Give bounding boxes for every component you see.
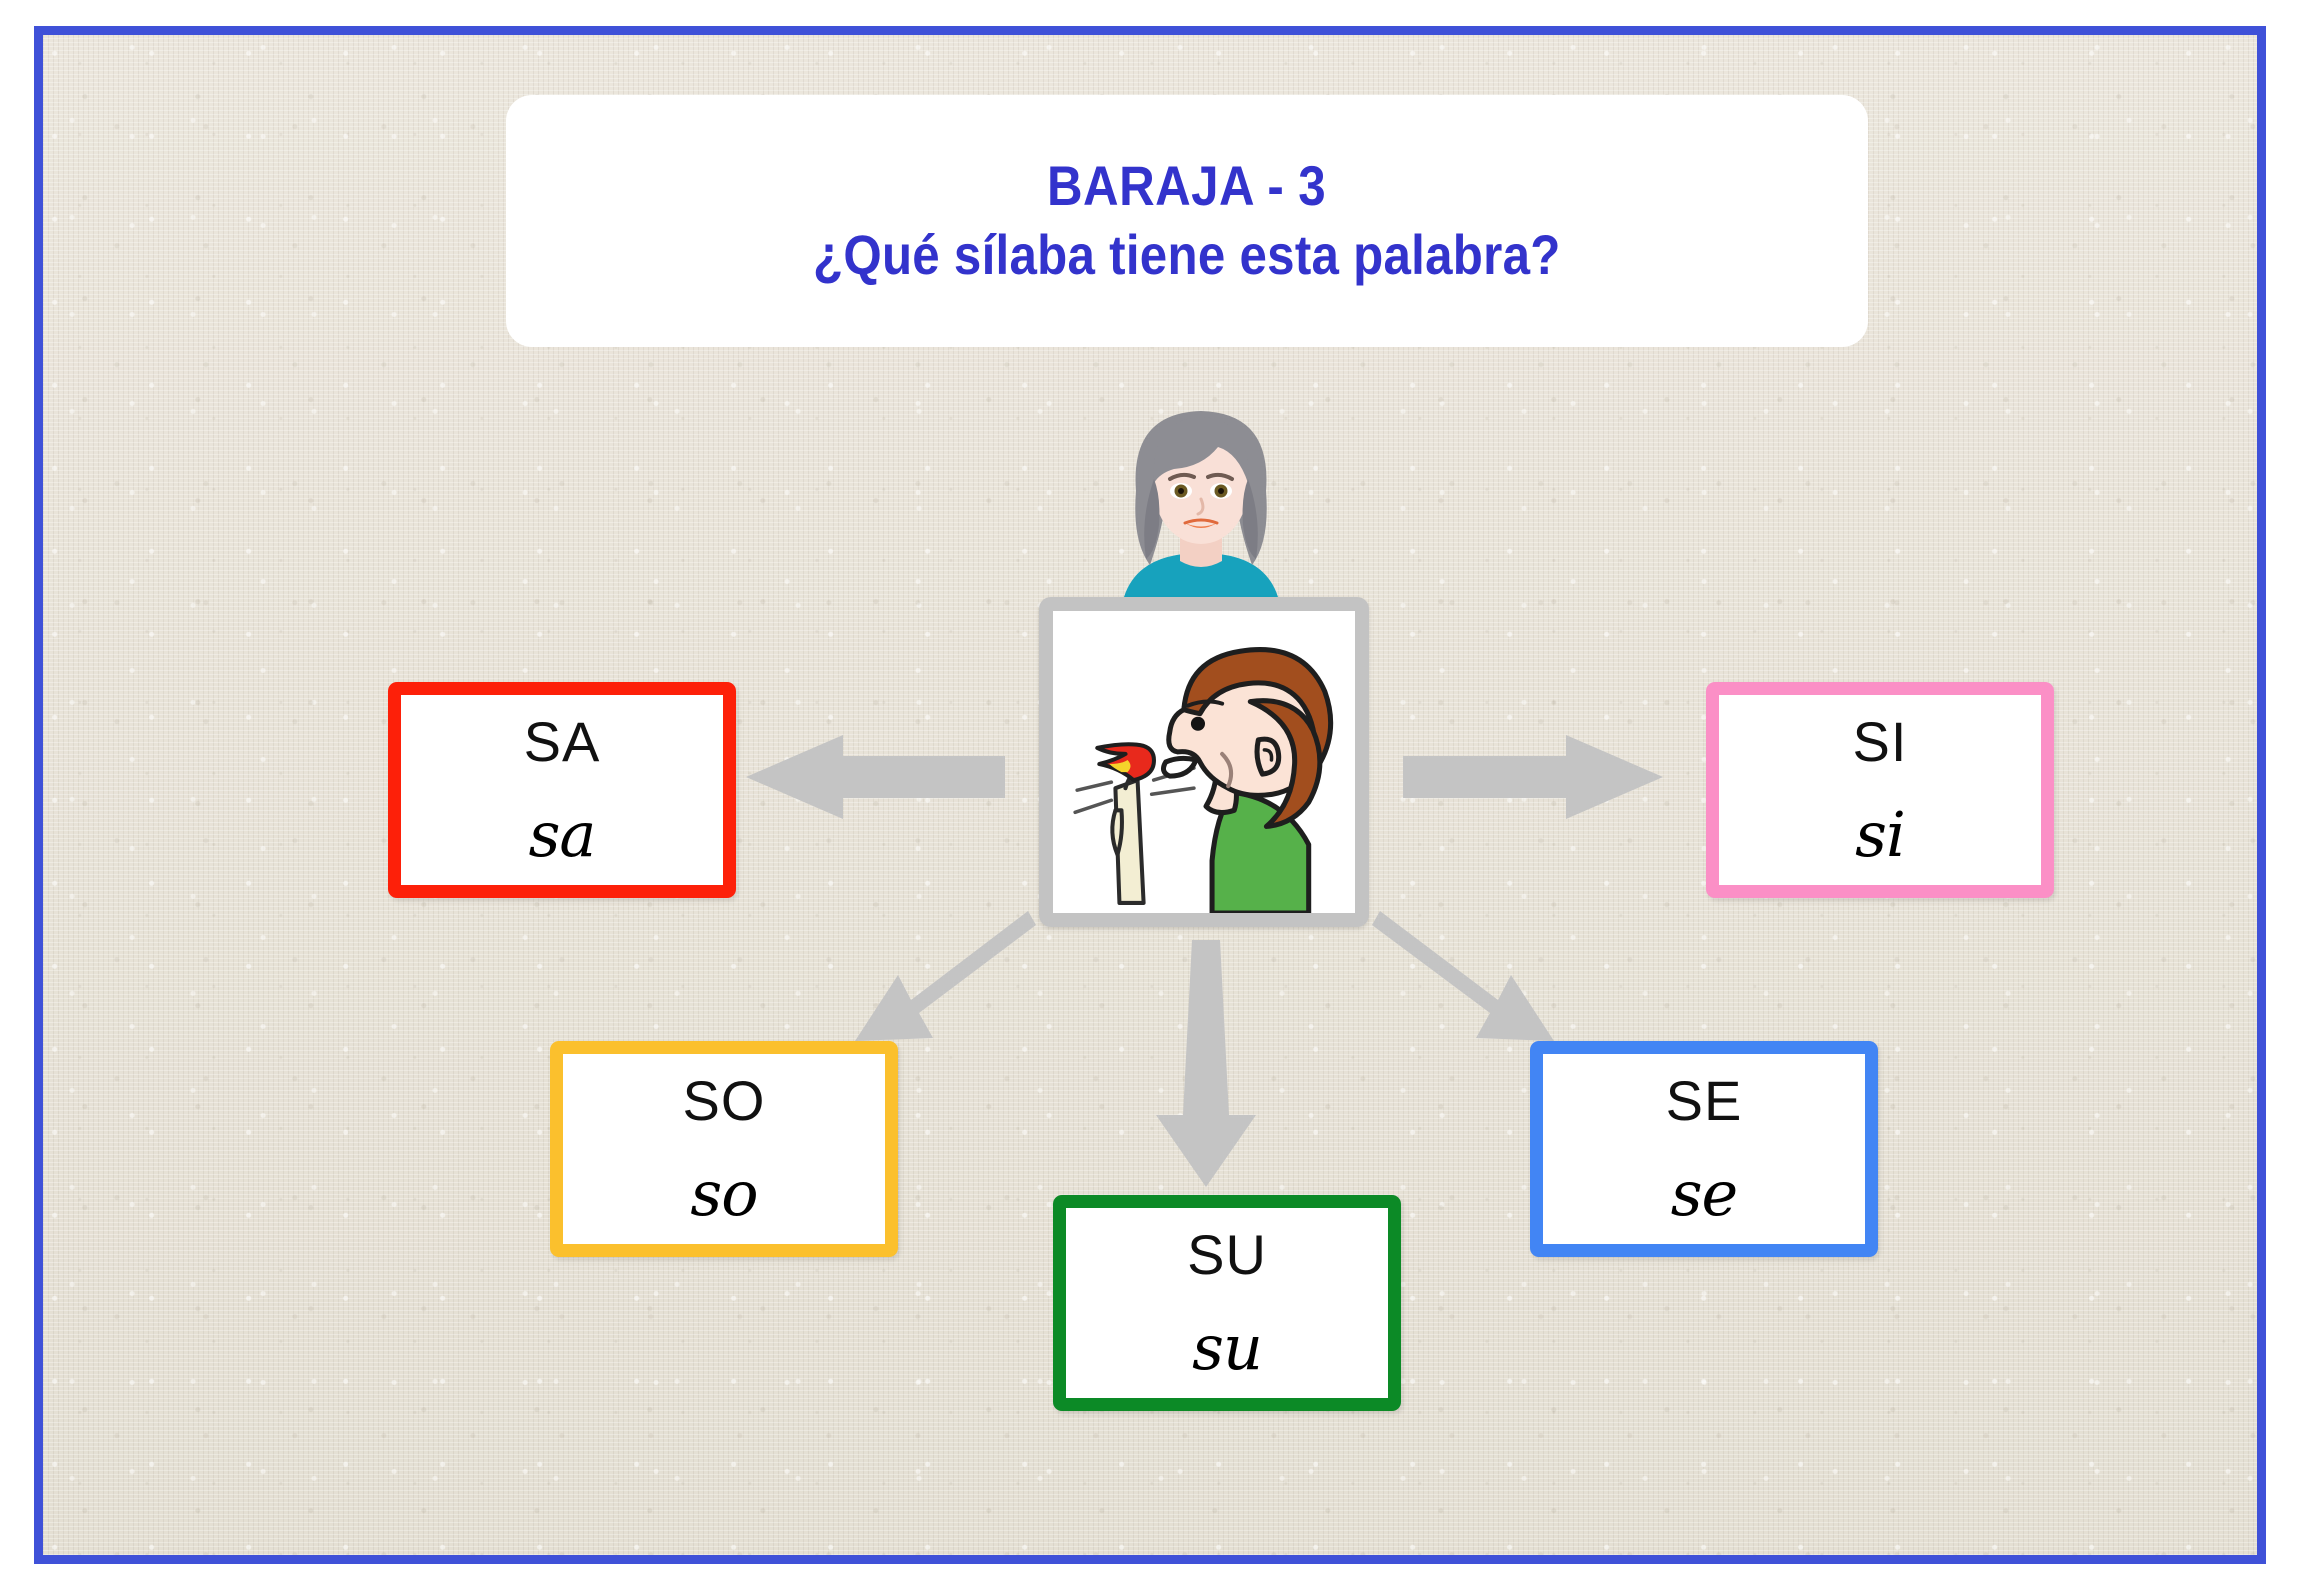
syllable-card-su[interactable]: SU su [1053, 1195, 1401, 1411]
syllable-card-sa[interactable]: SA sa [388, 682, 736, 898]
syllable-uppercase-su: SU [1187, 1223, 1267, 1286]
syllable-card-so[interactable]: SO so [550, 1041, 898, 1257]
arrow-to-si [1403, 735, 1663, 819]
arrow-to-su [1156, 940, 1256, 1187]
arrow-to-se [1372, 911, 1554, 1041]
syllable-cursive-se: se [1670, 1157, 1739, 1230]
page-subtitle: ¿Qué sílaba tiene esta palabra? [813, 223, 1561, 286]
syllable-card-se[interactable]: SE se [1530, 1041, 1878, 1257]
boy-blowing-candle-pictogram [1039, 597, 1369, 927]
worksheet-slide: BARAJA - 3 ¿Qué sílaba tiene esta palabr… [34, 26, 2266, 1564]
arrow-to-sa [746, 735, 1005, 819]
syllable-uppercase-si: SI [1852, 710, 1908, 773]
teacher-avatar [1096, 387, 1306, 597]
syllable-cursive-su: su [1192, 1311, 1263, 1384]
syllable-cursive-so: so [690, 1157, 758, 1230]
syllable-cursive-sa: sa [528, 798, 597, 871]
syllable-uppercase-so: SO [682, 1069, 766, 1132]
arrow-to-so [855, 911, 1036, 1041]
page-title: BARAJA - 3 [1047, 154, 1327, 218]
syllable-uppercase-se: SE [1665, 1069, 1743, 1132]
title-card: BARAJA - 3 ¿Qué sílaba tiene esta palabr… [506, 95, 1868, 347]
syllable-uppercase-sa: SA [523, 710, 601, 773]
syllable-card-si[interactable]: SI si [1706, 682, 2054, 898]
syllable-cursive-si: si [1855, 798, 1906, 871]
